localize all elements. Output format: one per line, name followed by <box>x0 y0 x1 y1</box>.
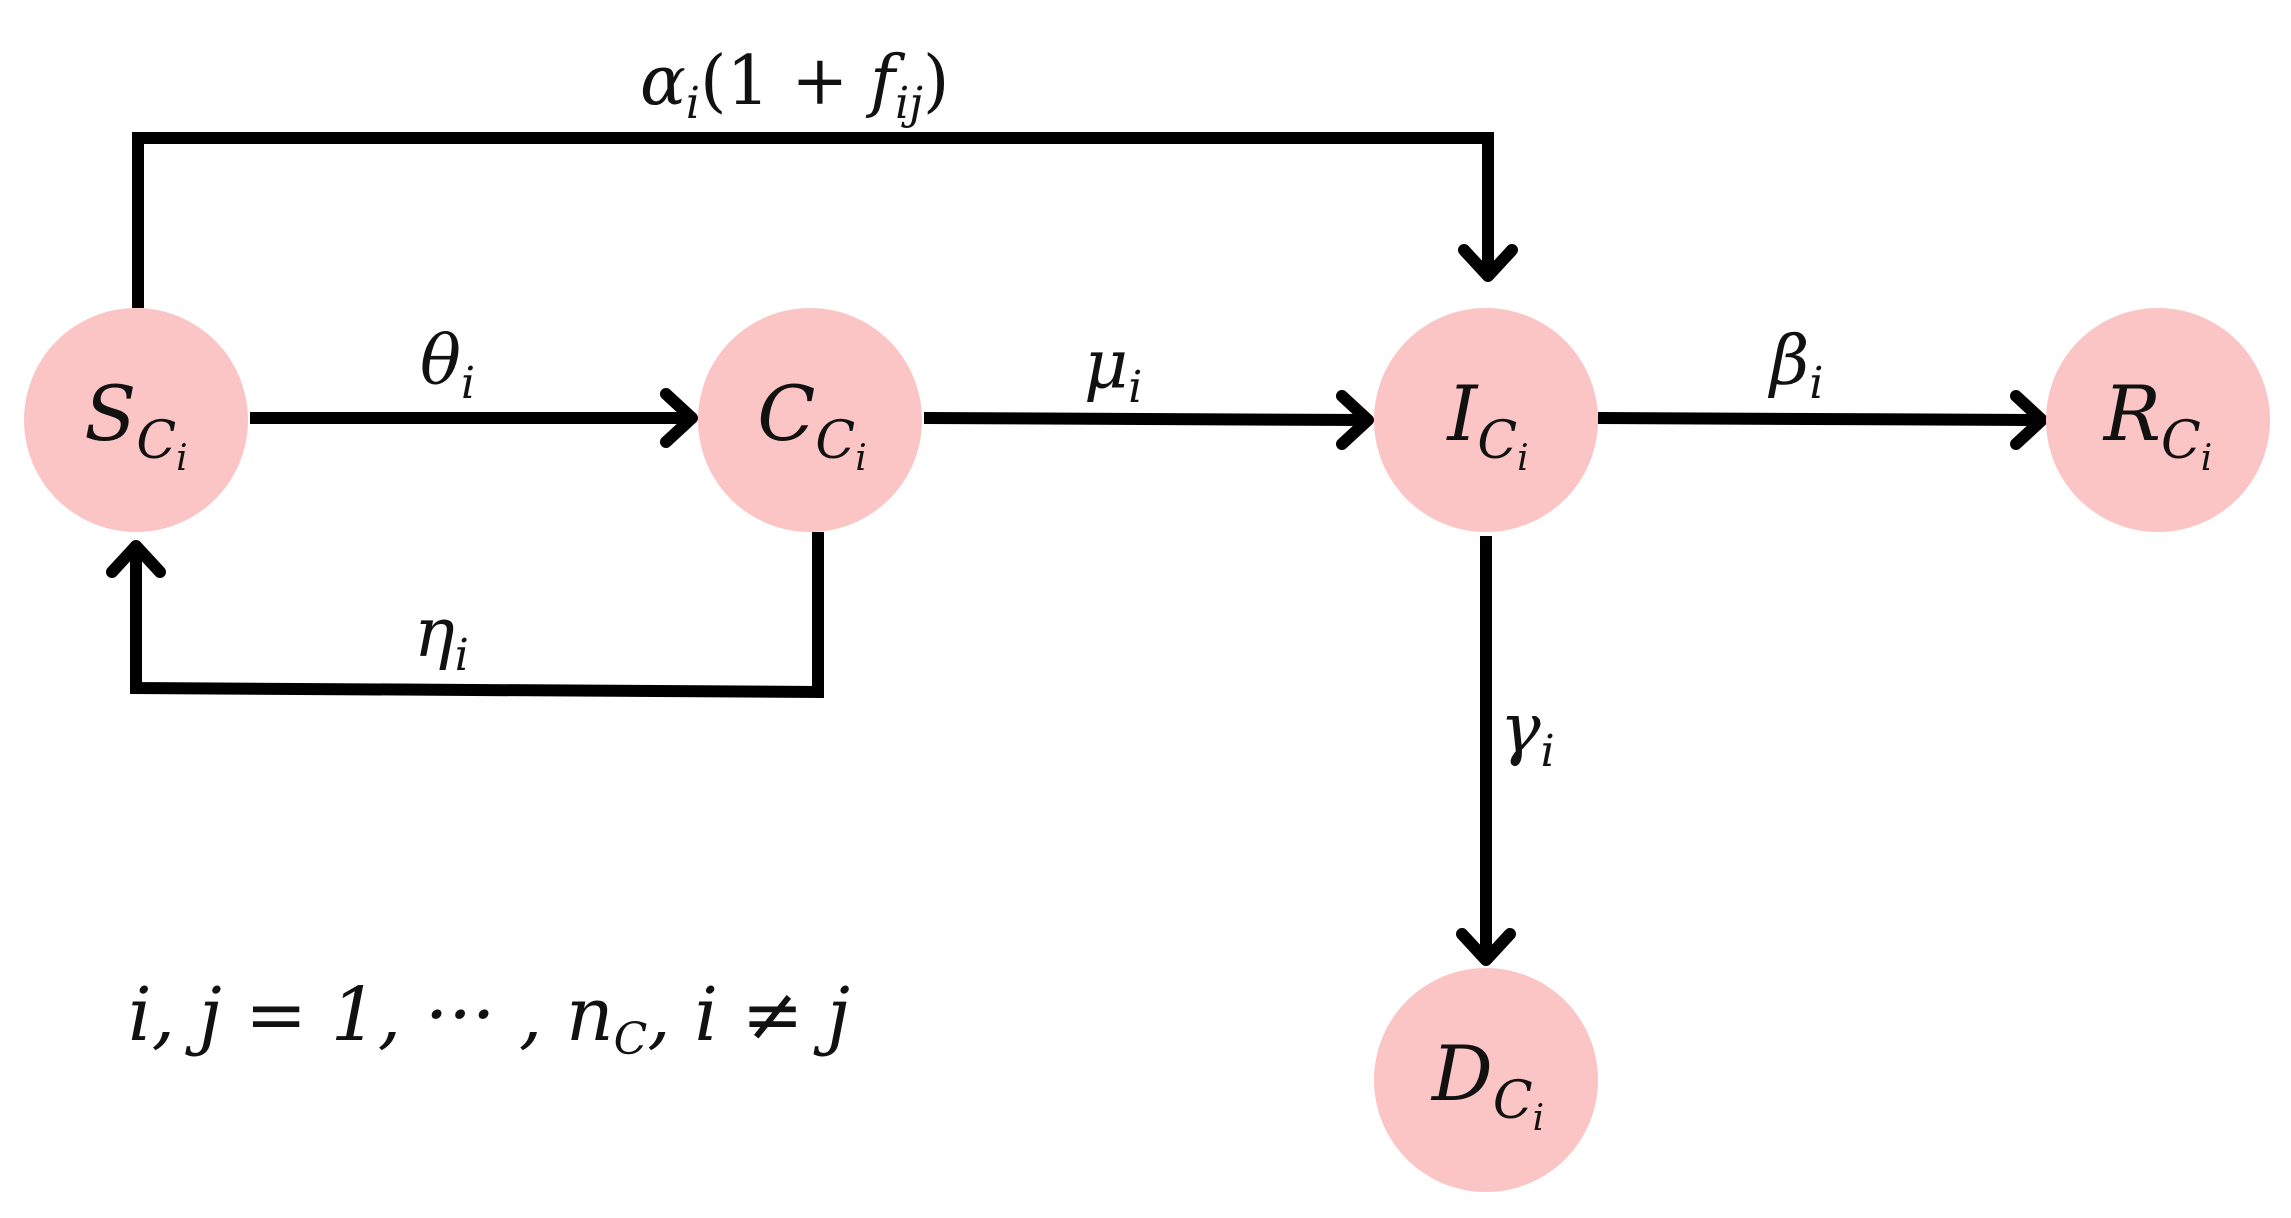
arrowhead-c-to-i <box>1336 390 1374 450</box>
node-label-r: RCi <box>2102 369 2213 479</box>
arrowhead-c-to-s <box>106 540 166 578</box>
node-infected <box>1374 308 1598 532</box>
node-susceptible <box>24 308 248 532</box>
rate-label-beta: βi <box>1767 322 1823 409</box>
node-label-d: DCi <box>1430 1029 1544 1139</box>
node-dead <box>1374 968 1598 1192</box>
rate-label-alpha: αi(1 + fij) <box>640 42 949 129</box>
edge-i-to-r <box>1597 412 2041 426</box>
arrowhead-s-to-i <box>1458 244 1518 282</box>
node-carrier <box>698 308 922 532</box>
arrowhead-i-to-r <box>2010 390 2048 450</box>
edge-c-to-s <box>130 532 824 699</box>
rate-label-eta: ηi <box>414 594 469 681</box>
arrowhead-s-to-c <box>660 388 698 448</box>
rate-label-mu: μi <box>1084 326 1142 413</box>
edge-c-to-i <box>923 412 1367 426</box>
node-label-c: CCi <box>757 369 866 479</box>
node-label-i: ICi <box>1445 369 1528 479</box>
rate-label-theta: θi <box>420 322 475 409</box>
node-label-s: SCi <box>84 369 187 479</box>
rate-label-gamma: γi <box>1500 690 1555 777</box>
edge-s-to-i <box>132 132 1494 308</box>
node-recovered <box>2046 308 2270 532</box>
index-condition: i, j = 1, ··· , nC, i ≠ j <box>128 972 850 1065</box>
arrowhead-i-to-d <box>1456 928 1516 966</box>
